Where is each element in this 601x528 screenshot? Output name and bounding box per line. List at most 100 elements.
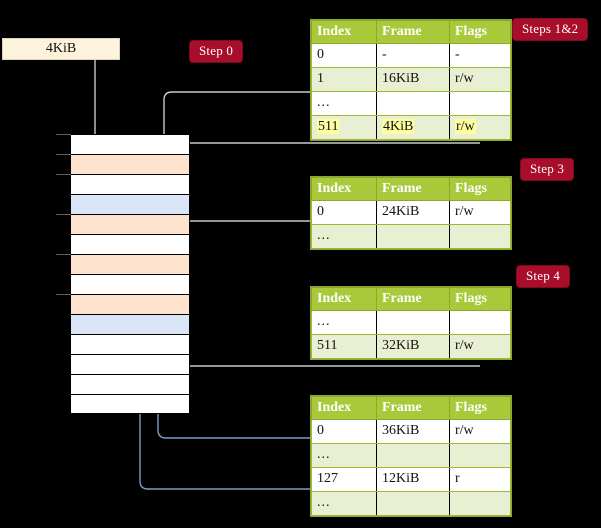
table-cell-flags: r xyxy=(449,467,511,492)
table-cell-index: ... xyxy=(311,224,377,249)
step-badge-step-3: Step 3 xyxy=(521,159,574,180)
step-badge-step-0: Step 0 xyxy=(190,41,243,62)
column-header-index: Index xyxy=(311,177,377,201)
table-cell-flags: r/w xyxy=(449,67,511,92)
memory-frame-stub xyxy=(56,154,71,155)
table-cell-index: 0 xyxy=(311,419,377,444)
memory-frame-stub xyxy=(56,214,71,215)
column-header-frame: Frame xyxy=(376,287,450,311)
table-cell-flags: r/w xyxy=(449,419,511,444)
step-badge-steps-1-2: Steps 1&2 xyxy=(513,19,588,40)
ellipsis: ... xyxy=(317,314,331,329)
memory-frame-row xyxy=(70,394,190,414)
table-cell-frame: 24KiB xyxy=(376,200,450,225)
table-cell-flags xyxy=(449,310,511,335)
table-cell-flags: r/w xyxy=(449,115,511,140)
ellipsis: ... xyxy=(317,447,331,462)
table-cell-frame xyxy=(376,91,450,116)
column-header-index: Index xyxy=(311,287,377,311)
table-cell-frame: 4KiB xyxy=(376,115,450,140)
memory-frame-row xyxy=(70,374,190,394)
table-cell-flags: - xyxy=(449,43,511,68)
memory-frame-row xyxy=(70,274,190,294)
table-cell-index: 511 xyxy=(311,115,377,140)
memory-frame-stub xyxy=(56,294,71,295)
table-cell-frame xyxy=(376,224,450,249)
memory-frame-row xyxy=(70,334,190,354)
ellipsis: ... xyxy=(317,495,331,510)
memory-frame-row xyxy=(70,354,190,374)
column-header-frame: Frame xyxy=(376,396,450,420)
memory-frame-row xyxy=(70,214,190,234)
table-cell-frame: - xyxy=(376,43,450,68)
memory-frame-stub xyxy=(56,174,71,175)
memory-frame-row xyxy=(70,254,190,274)
table-cell-index: ... xyxy=(311,491,377,516)
column-header-flags: Flags xyxy=(449,396,511,420)
table-cell-frame: 32KiB xyxy=(376,334,450,359)
highlighted-value: 4KiB xyxy=(382,119,415,134)
column-header-index: Index xyxy=(311,396,377,420)
ellipsis: ... xyxy=(317,228,331,243)
table-cell-index: ... xyxy=(311,310,377,335)
physical-memory-column xyxy=(70,134,190,414)
memory-frame-stub xyxy=(56,134,71,135)
table-cell-flags xyxy=(449,224,511,249)
memory-frame-row xyxy=(70,174,190,194)
table-row: ... xyxy=(311,443,511,468)
table-cell-flags: r/w xyxy=(449,334,511,359)
table-cell-frame: 16KiB xyxy=(376,67,450,92)
memory-frame-row xyxy=(70,154,190,174)
table-cell-frame: 36KiB xyxy=(376,419,450,444)
highlighted-value: r/w xyxy=(455,119,476,134)
column-header-frame: Frame xyxy=(376,20,450,44)
column-header-flags: Flags xyxy=(449,177,511,201)
step-badge-step-4: Step 4 xyxy=(517,266,570,287)
table-row: ... xyxy=(311,224,511,249)
table-cell-index: ... xyxy=(311,91,377,116)
table-cell-frame xyxy=(376,443,450,468)
memory-frame-row xyxy=(70,134,190,154)
table-cell-index: 511 xyxy=(311,334,377,359)
table-row: 0-- xyxy=(311,43,511,68)
ellipsis: ... xyxy=(317,95,331,110)
table-row: ... xyxy=(311,491,511,516)
table-cell-flags xyxy=(449,491,511,516)
table-cell-flags xyxy=(449,443,511,468)
page-box-4kib: 4KiB xyxy=(2,38,120,60)
table-cell-flags: r/w xyxy=(449,200,511,225)
memory-frame-row xyxy=(70,294,190,314)
column-header-index: Index xyxy=(311,20,377,44)
memory-frame-row xyxy=(70,234,190,254)
column-header-frame: Frame xyxy=(376,177,450,201)
table-cell-frame: 12KiB xyxy=(376,467,450,492)
memory-frame-stub xyxy=(56,254,71,255)
highlighted-value: 511 xyxy=(317,119,340,134)
page-box-label: 4KiB xyxy=(45,41,77,56)
table-row: 511 4KiB r/w xyxy=(311,115,511,140)
table-cell-frame xyxy=(376,310,450,335)
column-header-flags: Flags xyxy=(449,287,511,311)
memory-frame-row xyxy=(70,194,190,214)
table-row: ... xyxy=(311,310,511,335)
column-header-flags: Flags xyxy=(449,20,511,44)
table-cell-frame xyxy=(376,491,450,516)
memory-frame-row xyxy=(70,314,190,334)
table-cell-index: 0 xyxy=(311,43,377,68)
table-cell-index: ... xyxy=(311,443,377,468)
table-cell-index: 0 xyxy=(311,200,377,225)
table-row: ... xyxy=(311,91,511,116)
